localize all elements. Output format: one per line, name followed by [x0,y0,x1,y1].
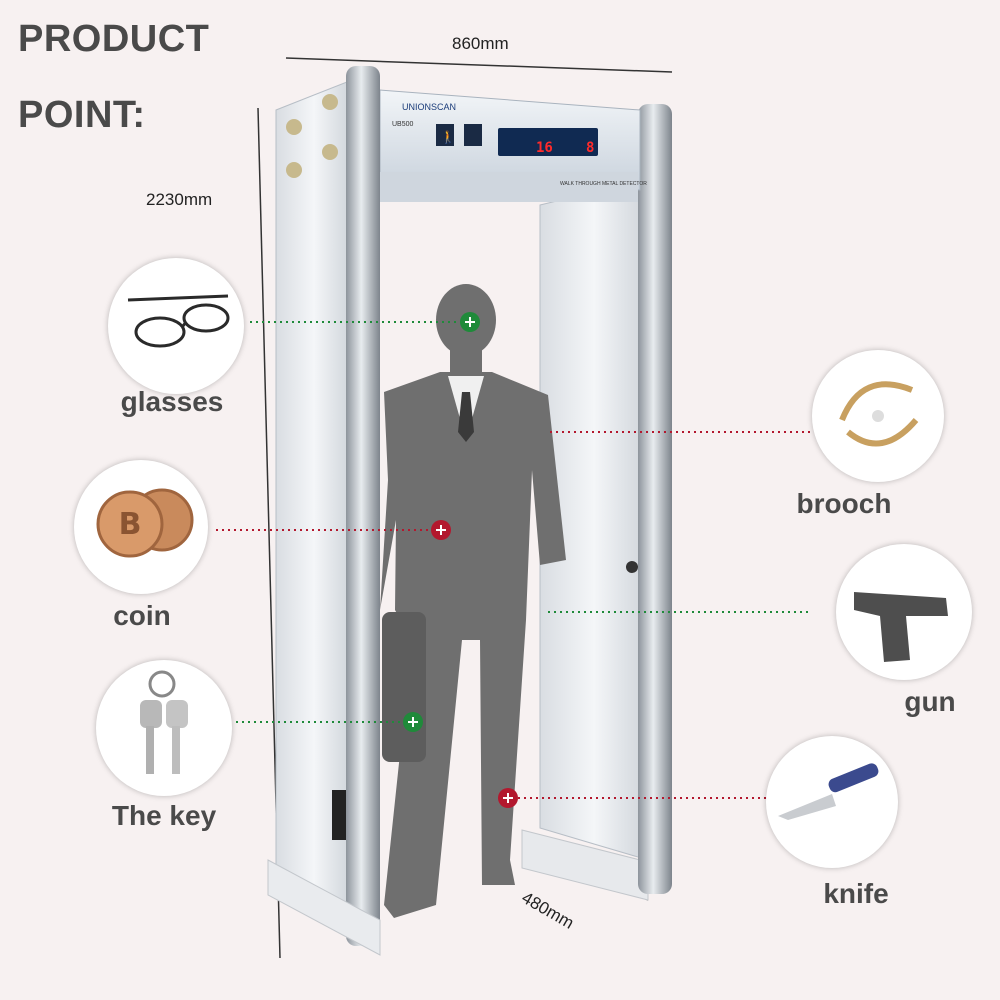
label-brooch: brooch [796,488,892,519]
right-panel-hole [626,561,638,573]
brooch-icon [839,381,919,447]
left-foot [267,859,381,956]
height-label: 2230mm [146,190,213,209]
gun-bubble [836,544,972,680]
panel-text: 16 [536,140,553,156]
label-gun: gun [904,686,956,717]
glasses-bubble [108,258,244,394]
gun-icon [854,592,948,662]
coin-icon: B [96,488,194,558]
panel-text: UNIONSCAN [402,102,456,112]
right-foot [521,829,649,901]
svg-text:B: B [119,507,142,542]
brooch-bubble [812,350,944,482]
panel-text: 8 [586,140,594,156]
width-label: 860mm [452,34,509,53]
key-bubble [96,660,232,796]
stop-icon-box [464,124,482,146]
walk-icon-box [436,124,454,146]
display-panel [498,128,598,156]
label-coin: coin [113,600,171,631]
panel-text: UB500 [392,121,414,128]
heading-point: POINT: [18,94,146,136]
left-pole [346,66,380,946]
heading-product: PRODUCT [18,18,210,60]
key-icon [140,670,188,774]
coin-bubble: B [74,460,208,594]
label-key: The key [111,800,217,831]
width-dimension-line [285,57,673,73]
label-knife: knife [823,878,889,909]
knife-icon [778,763,879,820]
label-glasses: glasses [120,386,224,417]
panel-text: WALK THROUGH METAL DETECTOR [560,181,647,187]
detection-markers [403,312,518,808]
glasses-icon [127,294,230,348]
right-pole [638,104,672,894]
knife-bubble [766,736,898,868]
power-switch [332,790,346,840]
svg-text:🚶: 🚶 [441,130,456,144]
control-box-bottom [380,172,638,202]
